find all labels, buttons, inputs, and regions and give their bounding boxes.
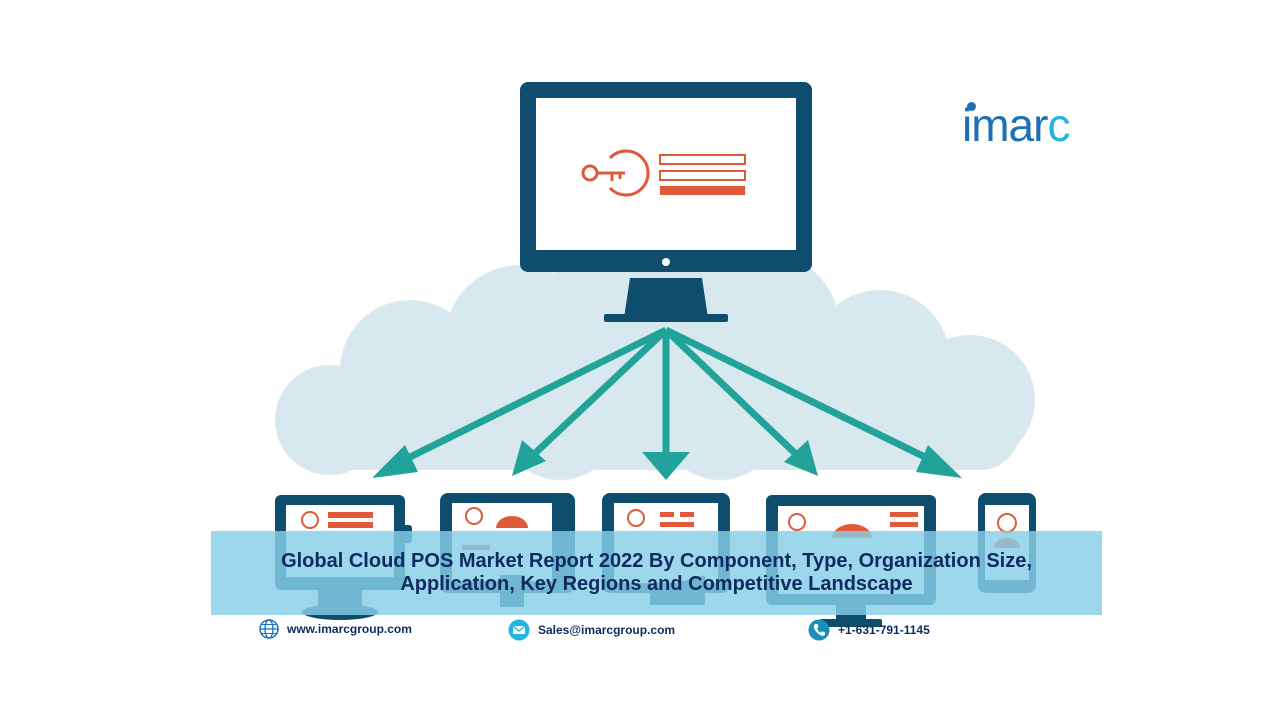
contact-website[interactable]: www.imarcgroup.com xyxy=(259,619,412,639)
contact-email[interactable]: Sales@imarcgroup.com xyxy=(508,619,675,641)
logo-text-accent: c xyxy=(1047,99,1070,151)
logo-dot xyxy=(967,102,976,111)
key-lock-icon xyxy=(581,149,650,197)
website-link[interactable]: www.imarcgroup.com xyxy=(287,622,412,636)
distribution-arrows xyxy=(372,326,962,480)
contact-phone[interactable]: +1-631-791-1145 xyxy=(808,619,930,641)
email-icon xyxy=(508,619,530,641)
phone-icon xyxy=(808,619,830,641)
imarc-logo: imarc xyxy=(962,96,1070,151)
phone-number[interactable]: +1-631-791-1145 xyxy=(838,623,930,637)
logo-text-main: imar xyxy=(962,99,1048,151)
title-banner: Global Cloud POS Market Report 2022 By C… xyxy=(211,531,1102,615)
report-title: Global Cloud POS Market Report 2022 By C… xyxy=(281,550,1032,595)
email-link[interactable]: Sales@imarcgroup.com xyxy=(538,623,676,637)
logo-text: imarc xyxy=(962,96,1070,151)
globe-icon xyxy=(259,619,279,639)
central-monitor xyxy=(520,82,812,322)
